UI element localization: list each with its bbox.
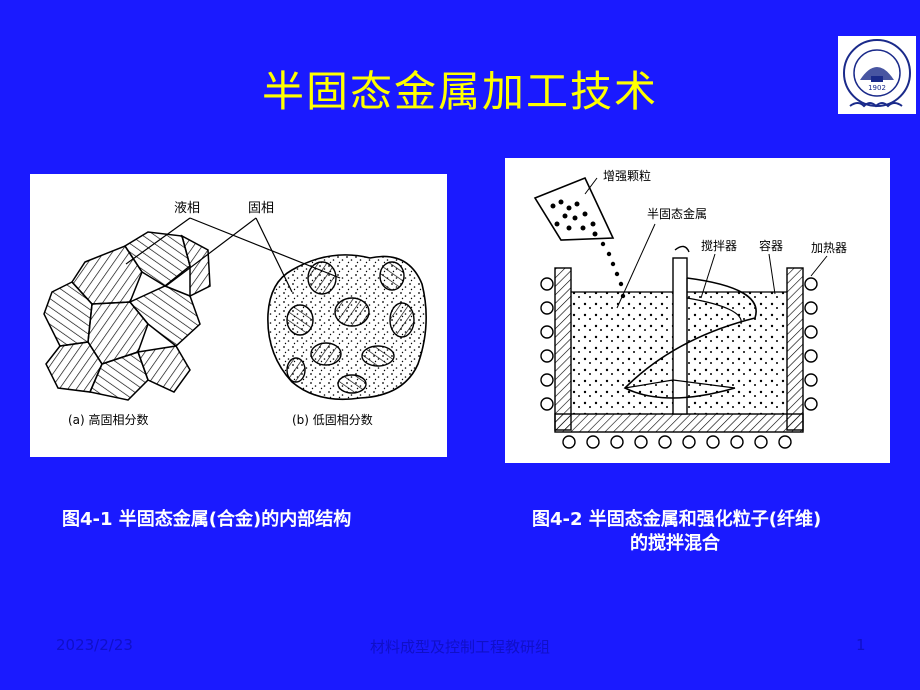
- footer-date: 2023/2/23: [56, 636, 133, 654]
- label-stirrer: 搅拌器: [701, 238, 737, 253]
- label-a: (a) 高固相分数: [68, 412, 149, 427]
- university-logo: 1902: [838, 36, 916, 114]
- particle-hopper: [533, 176, 626, 299]
- label-liquid: 液相: [174, 201, 200, 216]
- footer-center: 材料成型及控制工程教研组: [369, 638, 550, 656]
- caption-figure-2-line2: 的搅拌混合: [630, 533, 720, 554]
- label-particles: 增强颗粒: [603, 168, 651, 183]
- slide-title: 半固态金属加工技术: [261, 67, 658, 116]
- university-seal-icon: 1902: [843, 39, 911, 108]
- low-solid-blob: [267, 254, 427, 401]
- logo-year: 1902: [868, 84, 886, 92]
- label-b: (b) 低固相分数: [292, 412, 373, 427]
- label-container: 容器: [759, 238, 783, 253]
- leader-lines: [125, 217, 341, 293]
- heater-coils: [540, 277, 818, 449]
- caption-figure-2: 图4-2 半固态金属和强化粒子(纤维) 的搅拌混合: [532, 508, 902, 556]
- caption-figure-1: 图4-1 半固态金属(合金)的内部结构: [62, 509, 352, 530]
- caption-figure-2-line1: 图4-2 半固态金属和强化粒子(纤维): [532, 509, 822, 530]
- stirrer: [623, 245, 757, 415]
- label-heater: 加热器: [811, 241, 847, 255]
- fig2-leaders: [584, 177, 828, 309]
- footer-page-number: 1: [856, 636, 866, 654]
- figure-internal-structure: 液相 固相 (a) 高固相分数 (b) 低固相分数: [30, 174, 447, 457]
- label-solid: 固相: [248, 201, 274, 216]
- figure-stirring-mixing: 增强颗粒 半固态金属 搅拌器 容器 加热器: [505, 158, 890, 463]
- label-semi-solid-metal: 半固态金属: [647, 206, 707, 221]
- high-solid-cluster: [43, 231, 211, 401]
